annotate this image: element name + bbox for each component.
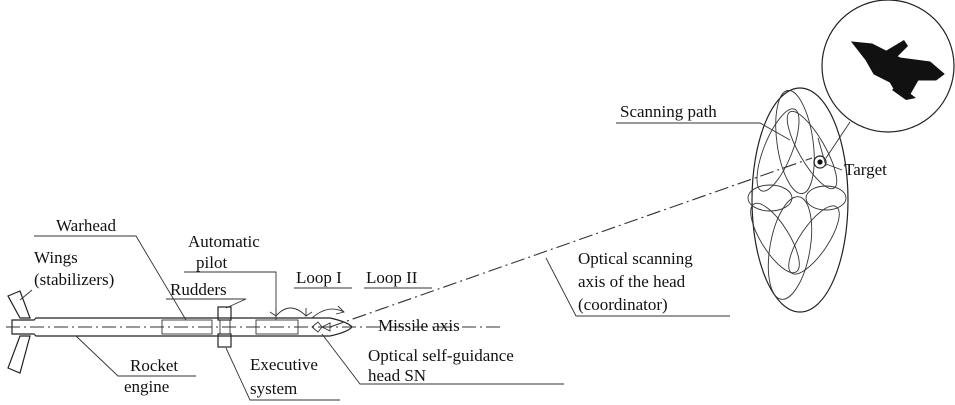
label-optical-self-line1: Optical self-guidance — [368, 346, 514, 365]
label-missile-axis: Missile axis — [378, 316, 460, 335]
label-wings-line2: (stabilizers) — [34, 270, 114, 289]
leader-wings — [19, 289, 33, 301]
leader-executive-system — [225, 347, 340, 401]
loop-one-arrow — [275, 307, 307, 317]
petal — [756, 108, 800, 192]
target-dot — [817, 159, 823, 165]
loop-one-arrowhead-left — [269, 308, 277, 317]
petal — [775, 89, 815, 195]
petal — [750, 202, 800, 274]
target-zoom — [817, 0, 955, 167]
aircraft-icon — [850, 41, 945, 95]
label-automatic-line1: Automatic — [188, 232, 260, 251]
zoom-connector-right — [825, 121, 851, 159]
aircraft-wing — [884, 40, 908, 60]
label-loop-one: Loop I — [296, 268, 342, 287]
loop-two-arrow — [311, 308, 345, 319]
petal — [767, 196, 813, 300]
petal — [788, 205, 840, 275]
label-loop-two: Loop II — [366, 268, 418, 287]
label-executive-line2: system — [250, 379, 297, 398]
leader-target — [825, 163, 843, 171]
petal — [747, 184, 793, 212]
target-zoom-circle — [821, 0, 955, 133]
leader-warhead — [34, 235, 187, 321]
loop-two-arrowhead — [335, 305, 345, 315]
lower-wing — [7, 335, 31, 374]
label-rocket-line2: engine — [124, 377, 169, 396]
optical-scanning-axis-line — [329, 157, 813, 328]
label-executive-line1: Executive — [250, 355, 318, 374]
label-scanning-path: Scanning path — [620, 102, 717, 121]
label-optical-scan-line1: Optical scanning — [578, 249, 693, 268]
label-warhead: Warhead — [56, 216, 116, 235]
label-rocket-line1: Rocket — [130, 356, 178, 375]
labels: Warhead Wings (stabilizers) Automatic pi… — [34, 102, 887, 398]
loop-one-arrowhead-right — [305, 308, 313, 317]
leader-optical-scan-axis — [545, 257, 730, 317]
label-automatic-line2: pilot — [196, 253, 227, 272]
label-rudders: Rudders — [170, 280, 227, 299]
loop-arrows — [269, 305, 345, 319]
leader-rudders — [166, 298, 247, 309]
leader-scanning-path — [616, 122, 791, 141]
leader-automatic-pilot — [184, 271, 277, 320]
label-wings-line1: Wings — [34, 248, 78, 267]
scanning-path-figure — [747, 87, 849, 313]
label-optical-self-line2: head SN — [368, 366, 426, 385]
target-marker — [813, 155, 827, 169]
label-optical-scan-line2: axis of the head — [578, 272, 686, 291]
zoom-connector-left — [817, 137, 827, 167]
leader-lines — [19, 122, 843, 401]
aircraft-tail — [892, 84, 916, 100]
label-optical-scan-line3: (coordinator) — [578, 295, 668, 314]
petal — [786, 110, 838, 190]
leader-rocket-engine — [75, 335, 196, 377]
label-target: Target — [844, 160, 887, 179]
scanning-field-ellipse — [751, 87, 849, 313]
leader-optical-head — [321, 333, 564, 385]
petal — [805, 185, 847, 211]
upper-wing — [7, 290, 31, 319]
